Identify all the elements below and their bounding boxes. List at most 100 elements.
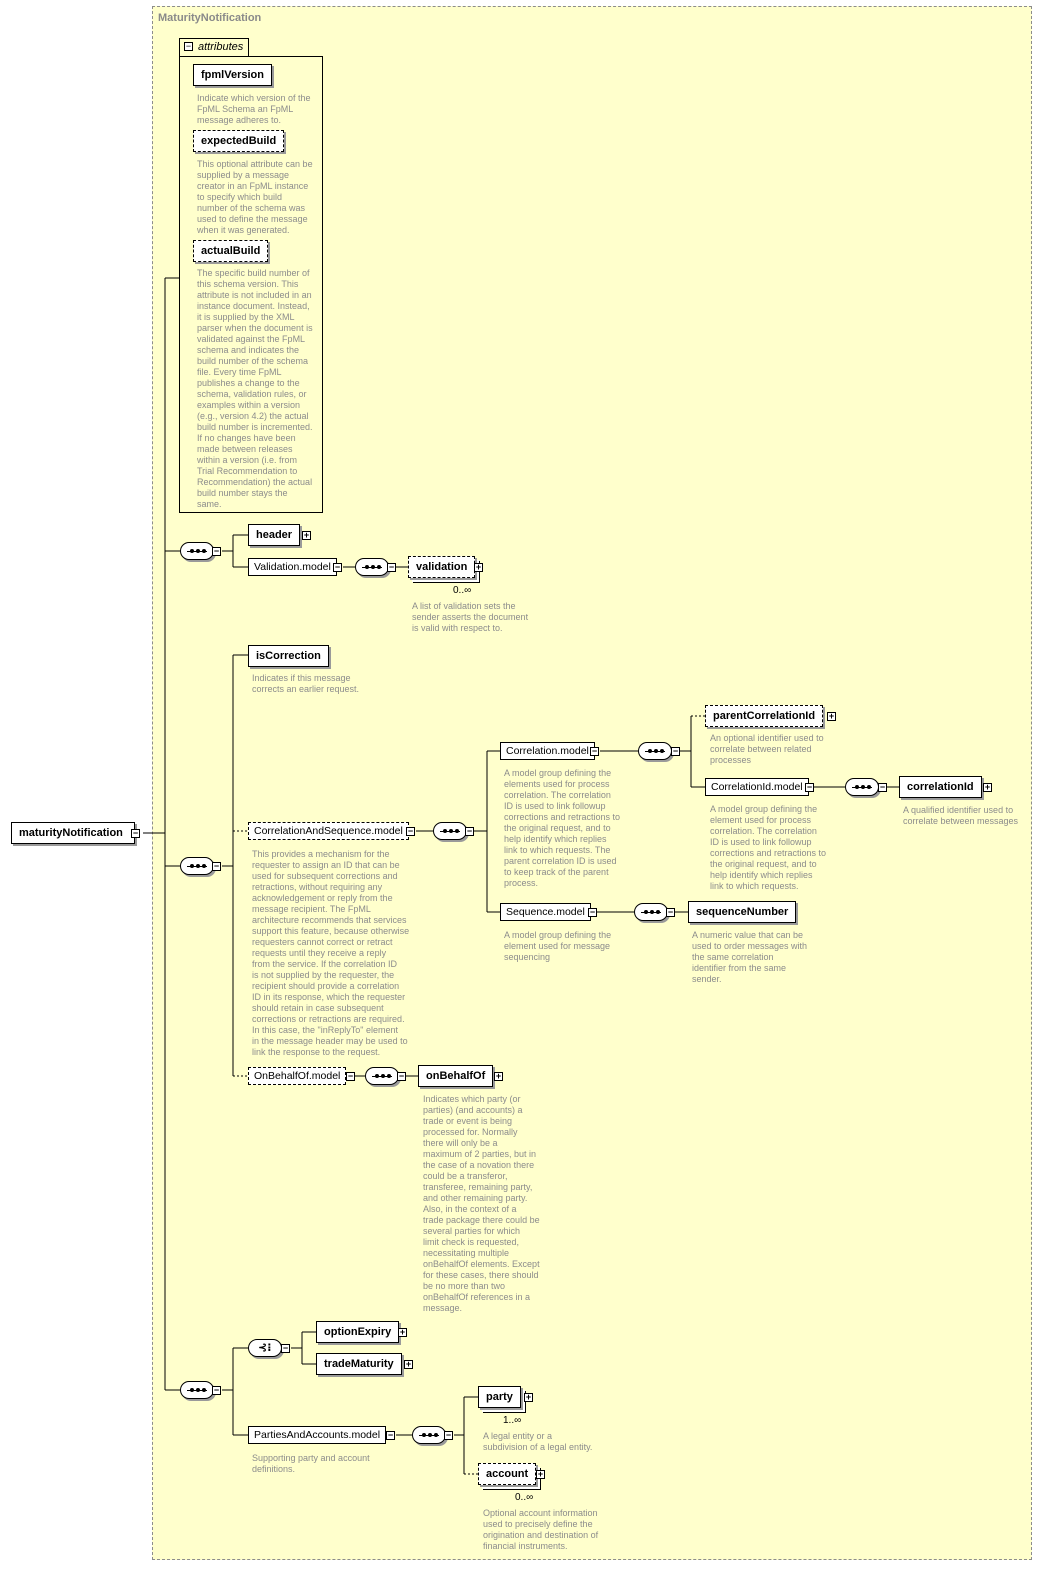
element-label: party xyxy=(486,1391,513,1403)
element-label: parentCorrelationId xyxy=(713,710,816,722)
collapse-icon[interactable]: − xyxy=(397,1071,406,1081)
element-label: optionExpiry xyxy=(324,1326,392,1338)
attribute-doc: The specific build number of this schema… xyxy=(197,268,313,509)
sequence-compositor xyxy=(355,558,389,576)
element-optionexpiry[interactable]: optionExpiry xyxy=(316,1321,400,1343)
collapse-icon[interactable]: − xyxy=(281,1343,290,1353)
collapse-icon[interactable]: − xyxy=(333,562,342,572)
element-tradematurity[interactable]: tradeMaturity xyxy=(316,1353,402,1375)
group-validation-model[interactable]: Validation.model xyxy=(248,558,337,576)
group-label: Correlation.model xyxy=(506,745,589,757)
group-correlationandsequence-model[interactable]: CorrelationAndSequence.model xyxy=(248,822,409,840)
attribute-doc: Indicate which version of the FpML Schem… xyxy=(197,93,311,125)
expand-icon[interactable]: + xyxy=(404,1359,413,1369)
collapse-icon[interactable]: − xyxy=(465,826,474,836)
cardinality: 1..∞ xyxy=(503,1415,522,1426)
choice-compositor: ⊰⁝ xyxy=(248,1339,282,1357)
group-doc: Supporting party and account definitions… xyxy=(252,1453,370,1474)
group-doc: This provides a mechanism for the reques… xyxy=(252,849,410,1057)
collapse-icon[interactable]: − xyxy=(387,562,396,572)
element-doc: An optional identifier used to correlate… xyxy=(710,733,824,765)
expand-icon[interactable]: + xyxy=(494,1071,503,1081)
collapse-icon[interactable]: − xyxy=(590,746,599,756)
collapse-icon[interactable]: − xyxy=(444,1430,453,1440)
sequence-compositor xyxy=(365,1067,399,1085)
element-doc: A legal entity or a subdivision of a leg… xyxy=(483,1431,593,1452)
expand-icon[interactable]: + xyxy=(474,562,483,572)
attribute-label: expectedBuild xyxy=(201,135,277,147)
element-label: tradeMaturity xyxy=(324,1358,394,1370)
group-doc: A model group defining the element used … xyxy=(710,804,827,891)
expand-icon[interactable]: + xyxy=(398,1327,407,1337)
element-label: isCorrection xyxy=(256,650,321,662)
element-doc: A numeric value that can be used to orde… xyxy=(692,930,808,984)
element-doc: Indicates if this message corrects an ea… xyxy=(252,673,360,694)
sequence-compositor xyxy=(433,822,467,840)
group-label: Validation.model xyxy=(254,561,331,573)
attribute-expectedbuild[interactable]: expectedBuild xyxy=(193,130,285,152)
sequence-compositor xyxy=(180,857,214,875)
collapse-icon[interactable]: − xyxy=(386,1430,395,1440)
collapse-icon[interactable]: − xyxy=(671,746,680,756)
expand-icon[interactable]: + xyxy=(983,782,992,792)
element-party[interactable]: party xyxy=(478,1386,521,1408)
expand-icon[interactable]: + xyxy=(524,1392,533,1402)
element-correlationid[interactable]: correlationId xyxy=(899,776,982,798)
expand-icon[interactable]: + xyxy=(302,530,311,540)
sequence-compositor xyxy=(412,1426,446,1444)
group-doc: A model group defining the elements used… xyxy=(504,768,621,888)
collapse-icon[interactable]: − xyxy=(131,828,140,838)
panel-title: MaturityNotification xyxy=(158,12,262,24)
element-label: account xyxy=(486,1468,529,1480)
group-partiesandaccounts-model[interactable]: PartiesAndAccounts.model xyxy=(248,1426,387,1444)
collapse-icon[interactable]: − xyxy=(212,1385,221,1395)
attribute-doc: This optional attribute can be supplied … xyxy=(197,159,313,235)
element-parentcorrelationid[interactable]: parentCorrelationId xyxy=(705,705,824,727)
element-iscorrection[interactable]: isCorrection xyxy=(248,645,329,667)
collapse-icon[interactable]: − xyxy=(666,907,675,917)
expand-icon[interactable]: + xyxy=(536,1469,545,1479)
attributes-tab-label: attributes xyxy=(198,41,244,53)
collapse-icon[interactable]: − xyxy=(878,782,887,792)
collapse-icon[interactable]: − xyxy=(184,41,193,51)
element-doc: Indicates which party (or parties) (and … xyxy=(423,1094,540,1313)
element-header[interactable]: header xyxy=(248,524,301,546)
collapse-icon[interactable]: − xyxy=(212,861,221,871)
collapse-icon[interactable]: − xyxy=(212,546,221,556)
collapse-icon[interactable]: − xyxy=(346,1071,355,1081)
element-account[interactable]: account xyxy=(478,1463,537,1485)
collapse-icon[interactable]: − xyxy=(406,826,415,836)
attribute-fpmlversion[interactable]: fpmlVersion xyxy=(193,64,272,86)
element-doc: A list of validation sets the sender ass… xyxy=(412,601,529,633)
group-onbehalfof-model[interactable]: OnBehalfOf.model xyxy=(248,1067,347,1085)
root-label: maturityNotification xyxy=(19,827,123,839)
group-label: OnBehalfOf.model xyxy=(254,1070,341,1082)
group-correlation-model[interactable]: Correlation.model xyxy=(500,742,595,760)
element-doc: A qualified identifier used to correlate… xyxy=(903,805,1019,826)
collapse-icon[interactable]: − xyxy=(805,782,814,792)
expand-icon[interactable]: + xyxy=(827,711,836,721)
group-sequence-model[interactable]: Sequence.model xyxy=(500,903,591,921)
choice-icon: ⊰⁝ xyxy=(258,1342,272,1354)
attribute-label: fpmlVersion xyxy=(201,69,264,81)
collapse-icon[interactable]: − xyxy=(588,907,597,917)
element-label: onBehalfOf xyxy=(426,1070,486,1082)
element-label: sequenceNumber xyxy=(696,906,789,918)
attribute-actualbuild[interactable]: actualBuild xyxy=(193,240,269,262)
sequence-compositor xyxy=(845,778,879,796)
element-sequencenumber[interactable]: sequenceNumber xyxy=(688,901,797,923)
root-element[interactable]: maturityNotification xyxy=(11,822,135,844)
element-onbehalfof[interactable]: onBehalfOf xyxy=(418,1065,494,1087)
group-correlationid-model[interactable]: CorrelationId.model xyxy=(705,778,809,796)
sequence-compositor xyxy=(180,542,214,560)
group-label: Sequence.model xyxy=(506,906,585,918)
attributes-tab xyxy=(179,38,249,57)
attribute-label: actualBuild xyxy=(201,245,261,257)
element-validation[interactable]: validation xyxy=(408,556,476,578)
element-doc: Optional account information used to pre… xyxy=(483,1508,599,1551)
sequence-compositor xyxy=(634,903,668,921)
group-doc: A model group defining the element used … xyxy=(504,930,612,962)
group-label: CorrelationId.model xyxy=(711,781,803,793)
